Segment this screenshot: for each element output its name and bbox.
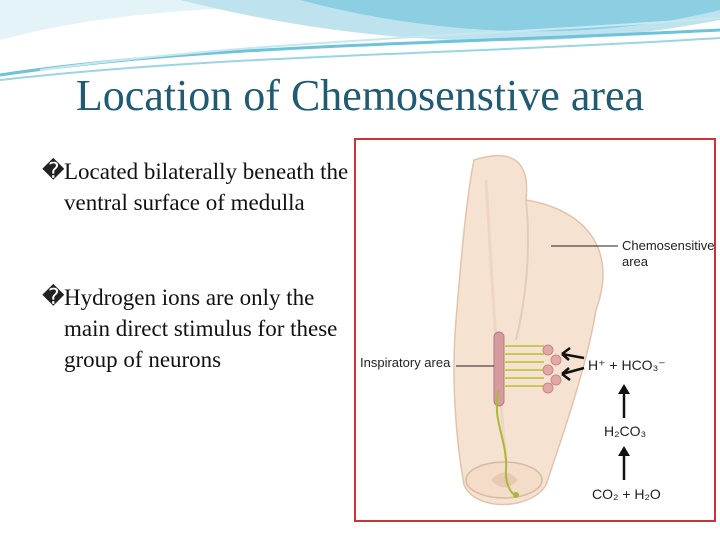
brainstem-illustration: [453, 154, 630, 506]
inspiratory-neuron-bar: [493, 331, 505, 407]
chemosensitive-area-label: Chemosensitive area: [622, 238, 715, 269]
bullet-item: � Hydrogen ions are only the main direct…: [42, 282, 357, 375]
chemosensitive-cells: [542, 344, 562, 394]
carbonic-acid-label: H₂CO₃: [604, 423, 647, 439]
bullet-marker: �: [42, 285, 65, 310]
nerve-fibers: [504, 345, 544, 387]
descending-nerve: [495, 389, 517, 496]
slide-title: Location of Chemosenstive area: [75, 71, 645, 120]
up-arrows: [618, 384, 630, 480]
hydrogen-ion-equation: H⁺ + HCO₃⁻: [588, 357, 666, 373]
bullet-text: Located bilaterally beneath the ventral …: [64, 159, 349, 215]
bullet-list: � Located bilaterally beneath the ventra…: [42, 156, 357, 439]
brainstem-tissue: [453, 154, 604, 506]
bullet-item: � Located bilaterally beneath the ventra…: [42, 156, 357, 218]
bullet-text: Hydrogen ions are only the main direct s…: [64, 285, 338, 372]
bullet-marker: �: [42, 159, 65, 184]
inspiratory-area-label: Inspiratory area: [360, 355, 451, 370]
header-wave-decoration: [0, 0, 720, 81]
medulla-figure: Chemosensitive area Inspiratory area H⁺ …: [354, 138, 716, 522]
co2-water-equation: CO₂ + H₂O: [592, 486, 661, 502]
h-ion-arrows: [561, 347, 585, 381]
